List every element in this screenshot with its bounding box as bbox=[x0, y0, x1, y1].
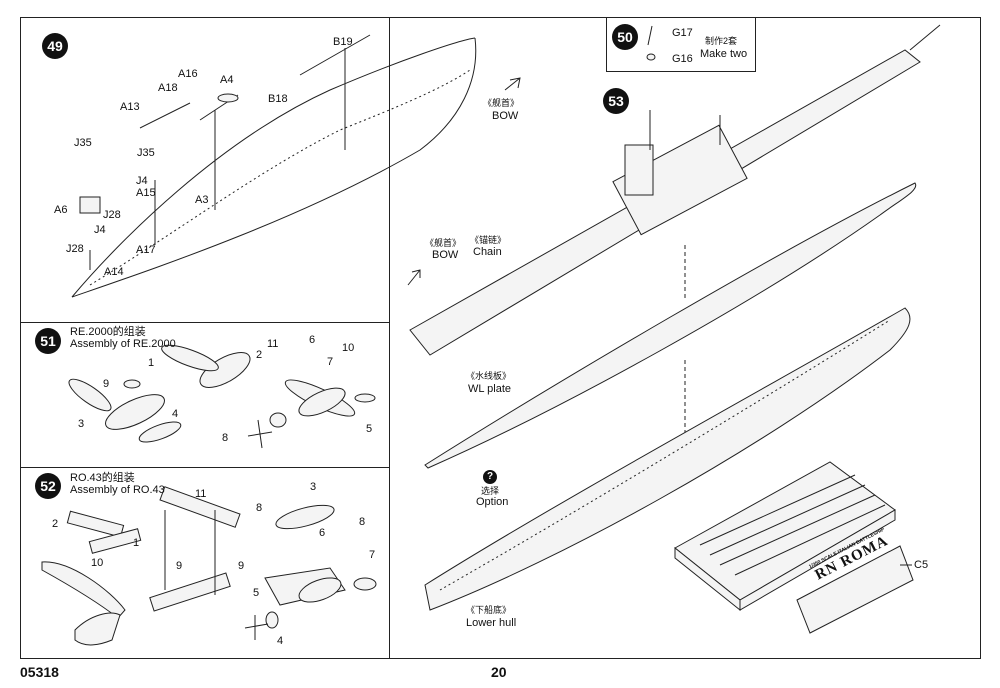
bow-left-cn: 《舰首》 bbox=[425, 238, 462, 248]
step51-title-cn: RE.2000的组装 bbox=[70, 326, 146, 338]
part-label: 9 bbox=[103, 378, 110, 390]
part-label: J28 bbox=[103, 209, 121, 221]
part-label: 8 bbox=[256, 502, 263, 514]
step50-panel bbox=[606, 17, 756, 72]
part-label: A6 bbox=[54, 204, 68, 216]
step50-badge: 50 bbox=[612, 24, 638, 50]
part-label: 2 bbox=[256, 349, 263, 361]
part-label: 8 bbox=[222, 432, 229, 444]
option-icon: ? bbox=[483, 470, 497, 484]
part-label: 5 bbox=[253, 587, 260, 599]
part-label-g16: G16 bbox=[672, 53, 693, 65]
bow-left-en: BOW bbox=[432, 249, 459, 261]
option-cn: 选择 bbox=[481, 486, 500, 496]
part-label: 4 bbox=[172, 408, 179, 420]
part-label: 11 bbox=[267, 338, 279, 350]
note-cn: 制作2套 bbox=[705, 36, 738, 46]
part-label: 9 bbox=[238, 560, 245, 572]
part-label: 6 bbox=[319, 527, 326, 539]
part-label: A14 bbox=[104, 266, 124, 278]
step52-badge: 52 bbox=[35, 473, 61, 499]
part-label: A15 bbox=[136, 187, 156, 199]
lower-hull-cn: 《下船底》 bbox=[466, 605, 512, 615]
lower-hull-en: Lower hull bbox=[466, 617, 517, 629]
part-label: A3 bbox=[195, 194, 209, 206]
wl-plate-cn: 《水线板》 bbox=[466, 371, 512, 381]
option-en: Option bbox=[476, 496, 509, 508]
part-label: 5 bbox=[366, 423, 373, 435]
part-label: J28 bbox=[66, 243, 84, 255]
step51-badge: 51 bbox=[35, 328, 61, 354]
part-label: 10 bbox=[342, 342, 355, 354]
part-label: J4 bbox=[136, 175, 148, 187]
part-label-g17: G17 bbox=[672, 27, 693, 39]
part-label: 7 bbox=[369, 549, 376, 561]
part-label: 3 bbox=[310, 481, 317, 493]
part-label: B19 bbox=[333, 36, 353, 48]
part-label: 4 bbox=[277, 635, 284, 647]
part-label: J4 bbox=[94, 224, 106, 236]
part-label: 8 bbox=[359, 516, 366, 528]
part-label: 9 bbox=[176, 560, 183, 572]
part-label: 3 bbox=[78, 418, 85, 430]
part-label: A17 bbox=[136, 244, 156, 256]
stand-label-c5: C5 bbox=[914, 559, 929, 571]
part-label: J35 bbox=[74, 137, 92, 149]
step52-title-cn: RO.43的组装 bbox=[70, 472, 135, 484]
part-label: 1 bbox=[133, 537, 140, 549]
part-label: 7 bbox=[327, 356, 334, 368]
product-code: 05318 bbox=[20, 664, 59, 680]
step51-title-en: Assembly of RE.2000 bbox=[70, 338, 176, 350]
step52-title-en: Assembly of RO.43 bbox=[70, 484, 165, 496]
part-label: A4 bbox=[220, 74, 234, 86]
part-label: 10 bbox=[91, 557, 104, 569]
wl-plate-en: WL plate bbox=[468, 383, 512, 395]
part-label: 6 bbox=[309, 334, 316, 346]
part-label: J35 bbox=[137, 147, 155, 159]
part-label: 2 bbox=[52, 518, 59, 530]
part-label: A16 bbox=[178, 68, 198, 80]
part-label: 1 bbox=[148, 357, 155, 369]
part-label: A13 bbox=[120, 101, 140, 113]
bow-top-cn: 《舰首》 bbox=[483, 98, 520, 108]
part-label: 11 bbox=[195, 488, 207, 500]
note-en: Make two bbox=[700, 48, 748, 60]
page-number: 20 bbox=[491, 664, 507, 680]
bow-top-en: BOW bbox=[492, 110, 519, 122]
chain-en: Chain bbox=[473, 246, 502, 258]
chain-cn: 《锚链》 bbox=[470, 235, 507, 245]
part-label: A18 bbox=[158, 82, 178, 94]
step49-badge: 49 bbox=[42, 33, 68, 59]
step53-badge: 53 bbox=[603, 88, 629, 114]
part-label: B18 bbox=[268, 93, 288, 105]
